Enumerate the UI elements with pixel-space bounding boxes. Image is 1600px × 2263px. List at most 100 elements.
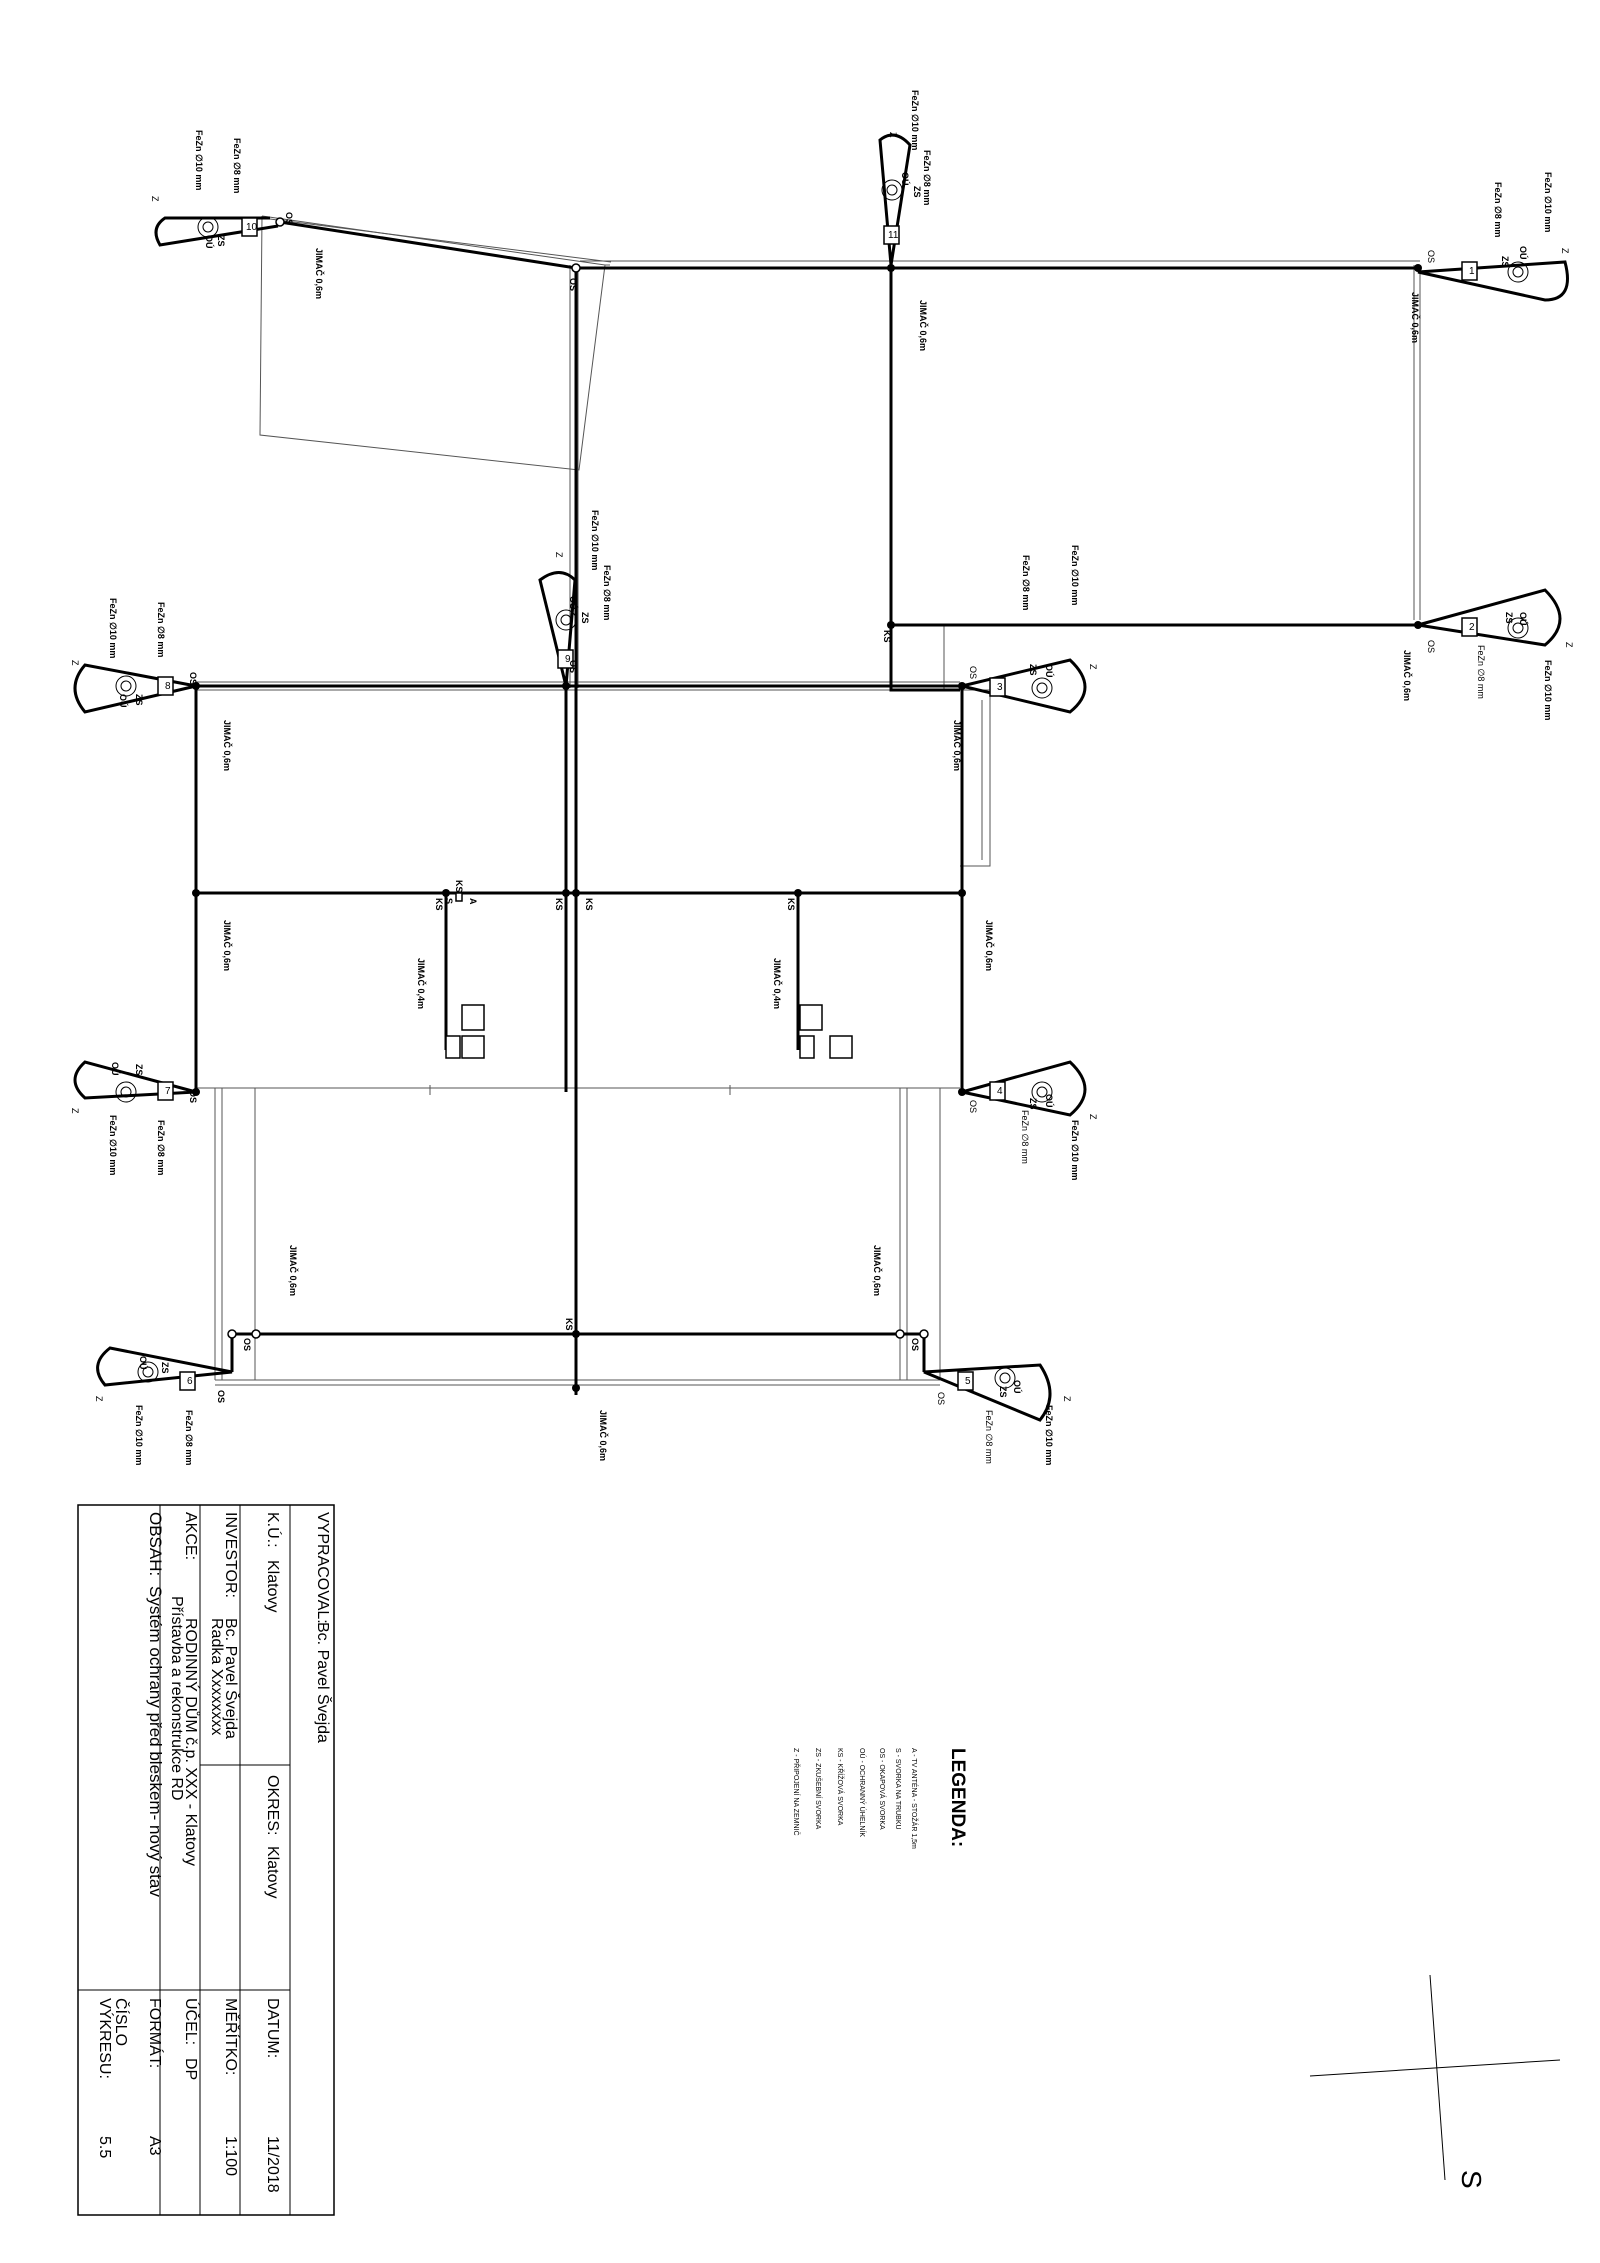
legend-item: A - TV ANTÉNA - STOŽÁR 1,5m	[910, 1748, 919, 1849]
label-z: Z	[70, 1108, 80, 1114]
label-s: S	[444, 898, 454, 904]
label-os: OS	[242, 1338, 252, 1351]
label-ou: OÚ	[138, 1356, 149, 1370]
tb-ucel-value: DP	[182, 2058, 199, 2080]
tb-datum-value: 11/2018	[264, 2136, 281, 2193]
label-zs: ZS	[580, 612, 590, 624]
label-fezn10: FeZn ∅10 mm	[194, 130, 204, 190]
label-os: OS	[568, 660, 578, 673]
label-zs: ZS	[1500, 256, 1510, 268]
terminal-11: 11	[888, 230, 899, 241]
junctions	[192, 217, 1422, 1392]
label-fezn10: FeZn ∅10 mm	[910, 90, 920, 150]
label-os: OS	[188, 1090, 198, 1103]
label-ks: KS	[554, 898, 564, 911]
terminal-8: 8	[165, 681, 171, 692]
label-ks: KS	[564, 1318, 574, 1331]
label-fezn10: FeZn ∅10 mm	[1070, 545, 1080, 605]
tb-meritko-value: 1:100	[222, 2136, 239, 2176]
label-zs: ZS	[134, 694, 144, 706]
label-jimac: JIMAČ 0,6m	[288, 1245, 299, 1296]
tb-format-label: FORMÁT:	[146, 1998, 165, 2068]
label-fezn8: FeZn ∅8 mm	[232, 138, 242, 193]
title-block-frame	[77, 1504, 335, 2216]
tb-akce-label: AKCE:	[182, 1512, 199, 1560]
label-os: OS	[968, 1100, 978, 1113]
label-fezn8: FeZn ∅8 mm	[1021, 555, 1031, 610]
label-ou: OÚ	[204, 235, 215, 249]
label-os: OS	[1426, 250, 1436, 263]
label-fezn8: FeZn ∅8 mm	[156, 1120, 166, 1175]
label-fezn8: FeZn ∅8 mm	[602, 565, 612, 620]
label-z: Z	[150, 196, 160, 202]
label-ou: OÚ	[1518, 612, 1529, 626]
terminal-6: 6	[187, 1376, 193, 1387]
terminal-4: 4	[997, 1086, 1003, 1097]
tb-investor-value2: Radka Xxxxxxxx	[208, 1618, 225, 1735]
label-z: Z	[888, 132, 898, 138]
tb-meritko-label: MĚŘÍTKO:	[222, 1998, 241, 2075]
label-fezn10: FeZn ∅10 mm	[1543, 172, 1553, 232]
terminal-1: 1	[1469, 266, 1475, 277]
label-os: OS	[568, 278, 578, 291]
label-ou: OÚ	[1044, 664, 1055, 678]
label-ks: KS	[434, 898, 444, 911]
label-jimac: JIMAČ 0,6m	[314, 248, 325, 299]
label-z: Z	[1564, 642, 1574, 648]
label-fezn8: FeZn ∅8 mm	[984, 1410, 994, 1464]
label-fezn8: FeZn ∅8 mm	[184, 1410, 194, 1465]
label-ks: KS	[454, 880, 464, 893]
label-ks: KS	[786, 898, 796, 911]
label-os: OS	[216, 1390, 226, 1403]
label-jimac: JIMAČ 0,6m	[1410, 292, 1421, 343]
label-jimac: JIMAČ 0,6m	[1402, 650, 1413, 701]
label-z: Z	[94, 1396, 104, 1402]
label-jimac-04: JIMAČ 0,4m	[772, 958, 783, 1009]
terminal-3: 3	[997, 682, 1003, 693]
tb-cislo-label1: ČÍSLO	[112, 1998, 131, 2046]
tb-ku-value: Klatovy	[264, 1560, 281, 1612]
label-fezn10: FeZn ∅10 mm	[108, 1115, 118, 1175]
label-jimac: JIMAČ 0,6m	[952, 720, 963, 771]
label-z: Z	[1088, 664, 1098, 670]
label-ou: OÚ	[568, 596, 579, 610]
legend-item: KS - KŘÍŽOVÁ SVORKA	[836, 1748, 845, 1826]
label-fezn10: FeZn ∅10 mm	[1070, 1120, 1080, 1180]
tb-investor-label: INVESTOR:	[222, 1512, 239, 1598]
north-label: S	[1456, 2170, 1487, 2189]
tb-cislo-value: 5.5	[96, 2136, 113, 2158]
legend-item: ZS - ZKUŠEBNÍ SVORKA	[814, 1748, 823, 1830]
label-zs: ZS	[1504, 612, 1514, 624]
label-zs: ZS	[134, 1064, 144, 1076]
tb-akce-value1: RODINNÝ DŮM č.p. XXX - Klatovy	[182, 1618, 201, 1866]
label-jimac-04: JIMAČ 0,4m	[416, 958, 427, 1009]
diagram-labels: JIMAČ 0,6m JIMAČ 0,6m JIMAČ 0,6m JIMAČ 0…	[70, 90, 1574, 1465]
label-jimac: JIMAČ 0,6m	[598, 1410, 609, 1461]
tb-format-value: A3	[146, 2136, 163, 2156]
label-fezn8: FeZn ∅8 mm	[922, 150, 932, 205]
label-z: Z	[1088, 1114, 1098, 1120]
label-fezn10: FeZn ∅10 mm	[134, 1405, 144, 1465]
tb-cislo-label2: VÝKRESU:	[96, 1998, 115, 2079]
label-z: Z	[1560, 248, 1570, 254]
label-fezn8: FeZn ∅8 mm	[1476, 645, 1486, 699]
legend-item: Z - PŘIPOJENÍ NA ZEMNIČ	[792, 1748, 801, 1836]
label-ou: OÚ	[900, 172, 911, 186]
tb-okres-label: OKRES:	[264, 1775, 281, 1835]
terminal-10: 10	[246, 222, 258, 233]
label-jimac: JIMAČ 0,6m	[222, 920, 233, 971]
terminal-7: 7	[165, 1086, 171, 1097]
label-jimac: JIMAČ 0,6m	[918, 300, 929, 351]
label-fezn8: FeZn ∅8 mm	[1020, 1110, 1030, 1164]
label-os: OS	[1426, 640, 1436, 653]
label-ks: KS	[882, 630, 892, 643]
terminal-9: 9	[565, 654, 571, 665]
label-ou: OÚ	[1044, 1094, 1055, 1108]
label-ou: OÚ	[110, 1062, 121, 1076]
legend-title: LEGENDA:	[947, 1748, 968, 1847]
label-os: OS	[936, 1392, 946, 1405]
label-zs: ZS	[216, 235, 226, 247]
tb-vypracoval-value: Bc. Pavel Švejda	[314, 1622, 333, 1743]
tb-ucel-label: ÚČEL:	[182, 1998, 201, 2045]
label-zs: ZS	[1028, 664, 1038, 676]
